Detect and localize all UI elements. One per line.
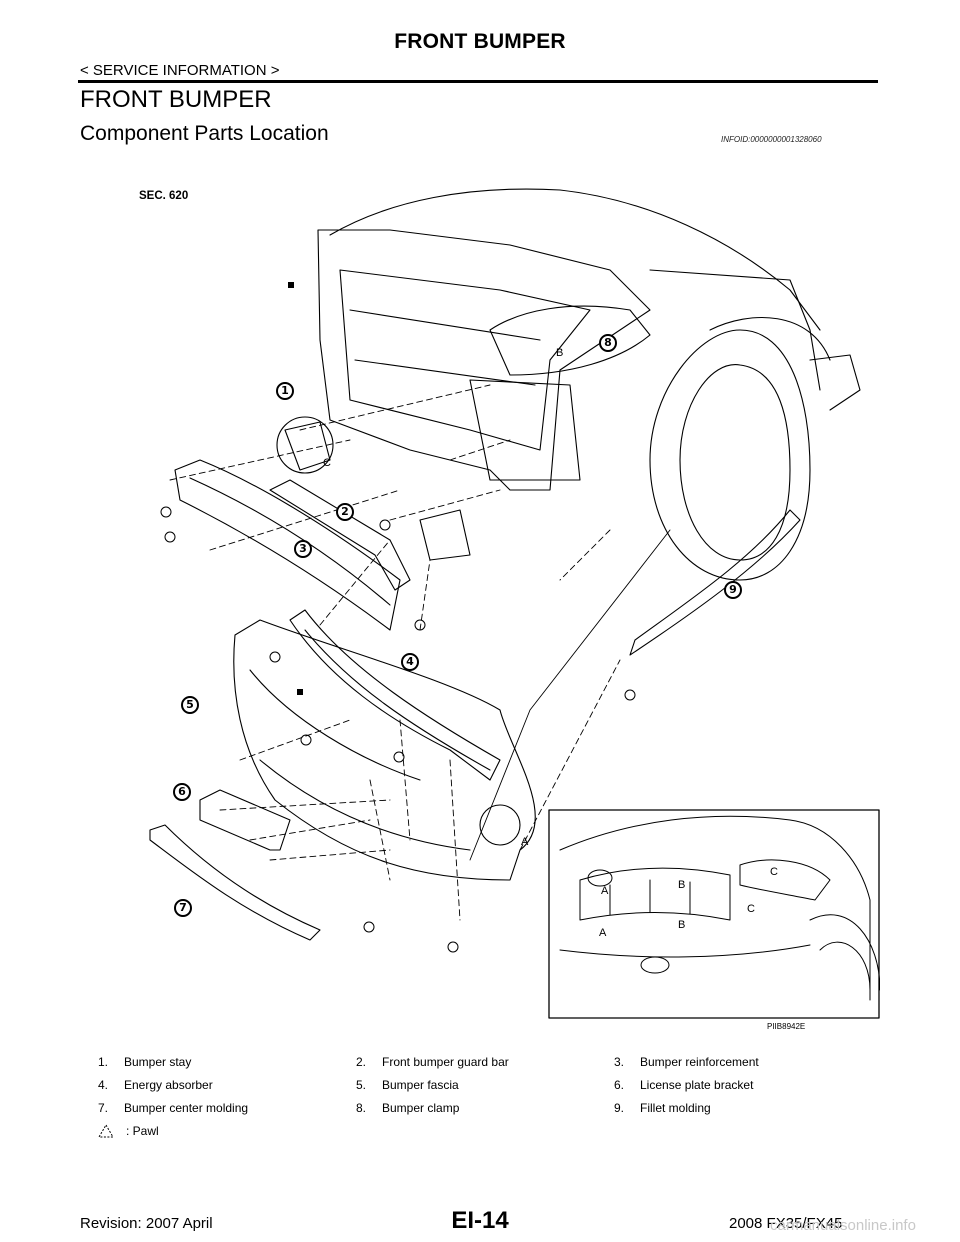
legend-row: 1.Bumper stay 2.Front bumper guard bar 3… bbox=[98, 1050, 878, 1073]
inset-box bbox=[548, 809, 880, 1019]
core-support-cross bbox=[349, 309, 541, 386]
fender-line bbox=[649, 269, 821, 391]
callout-4: 4 bbox=[401, 653, 419, 671]
inset-car-front bbox=[559, 815, 880, 1001]
marker-square bbox=[288, 282, 294, 288]
fillet-molding bbox=[629, 509, 801, 656]
breadcrumb: < SERVICE INFORMATION > bbox=[80, 62, 280, 79]
license-plate-bracket bbox=[199, 789, 291, 851]
tire-outer bbox=[649, 329, 811, 581]
front-bumper-guard-bar bbox=[269, 479, 411, 591]
marker-square bbox=[297, 689, 303, 695]
footer-model: 2008 FX35/FX45 bbox=[729, 1215, 843, 1232]
header-divider bbox=[78, 80, 878, 83]
hood-outline bbox=[329, 188, 821, 331]
legend-item: 3.Bumper reinforcement bbox=[614, 1054, 759, 1069]
section-title: FRONT BUMPER bbox=[80, 86, 272, 113]
diagram-drawing bbox=[149, 188, 880, 1019]
bumper-stay bbox=[284, 421, 331, 471]
inset-label-a-lower: A bbox=[599, 927, 607, 939]
callout-6: 6 bbox=[173, 783, 191, 801]
radiator-core-support bbox=[317, 229, 651, 491]
energy-absorber bbox=[289, 609, 501, 781]
fender-side bbox=[809, 354, 861, 411]
footer-revision: Revision: 2007 April bbox=[80, 1215, 213, 1232]
core-support-inner bbox=[339, 269, 591, 451]
inset-label-c-upper: C bbox=[770, 866, 778, 878]
side-member bbox=[469, 379, 581, 481]
page-header-title: FRONT BUMPER bbox=[394, 30, 566, 53]
bumper-stay-detail-circle bbox=[276, 416, 334, 474]
label-a: A bbox=[521, 836, 529, 848]
callout-7: 7 bbox=[174, 899, 192, 917]
watermark: carmanualsonline.info bbox=[770, 1217, 916, 1234]
diagram-reference-code: PIIB8942E bbox=[767, 1022, 806, 1031]
parts-legend: 1.Bumper stay 2.Front bumper guard bar 3… bbox=[98, 1050, 878, 1143]
callout-5: 5 bbox=[181, 696, 199, 714]
legend-item: 7.Bumper center molding bbox=[98, 1100, 249, 1115]
legend-item: 2.Front bumper guard bar bbox=[356, 1054, 509, 1069]
pawl-triangle-icon bbox=[98, 1124, 114, 1138]
legend-item: 8.Bumper clamp bbox=[356, 1100, 460, 1115]
legend-item: 6.License plate bracket bbox=[614, 1077, 754, 1092]
footer-page-number: EI-14 bbox=[451, 1207, 509, 1234]
pawl-legend: : Pawl bbox=[98, 1119, 878, 1143]
label-b: B bbox=[556, 347, 564, 359]
callout-2: 2 bbox=[336, 503, 354, 521]
bumper-center-molding bbox=[149, 824, 321, 941]
legend-item: 9.Fillet molding bbox=[614, 1100, 711, 1115]
legend-row: 7.Bumper center molding 8.Bumper clamp 9… bbox=[98, 1096, 878, 1119]
inset-label-a-upper: A bbox=[601, 885, 609, 897]
tire-inner bbox=[679, 364, 791, 561]
label-c: C bbox=[323, 457, 331, 469]
inset-label-b-lower: B bbox=[678, 919, 686, 931]
detail-circle-a bbox=[479, 804, 521, 846]
legend-item: 5.Bumper fascia bbox=[356, 1077, 459, 1092]
info-id: INFOID:0000000001328060 bbox=[721, 135, 822, 144]
legend-item: 1.Bumper stay bbox=[98, 1054, 192, 1069]
bumper-fascia bbox=[233, 619, 536, 881]
bumper-reinforcement bbox=[174, 459, 401, 631]
pawl-legend-label: : Pawl bbox=[126, 1124, 159, 1138]
callout-3: 3 bbox=[294, 540, 312, 558]
fasteners bbox=[160, 506, 636, 953]
exploded-parts-diagram: SEC. 620 PIIB8942E 1 2 3 4 5 6 7 8 9 B C… bbox=[90, 160, 880, 1040]
callout-1: 1 bbox=[276, 382, 294, 400]
legend-item: 4.Energy absorber bbox=[98, 1077, 213, 1092]
fender-arch bbox=[709, 316, 831, 361]
subsection-title: Component Parts Location bbox=[80, 122, 329, 145]
inset-leader bbox=[469, 529, 671, 861]
bracket bbox=[419, 509, 471, 561]
callout-9: 9 bbox=[724, 581, 742, 599]
inset-label-b-upper: B bbox=[678, 879, 686, 891]
headlamp-housing bbox=[489, 305, 651, 376]
section-number-label: SEC. 620 bbox=[139, 190, 189, 202]
inset-label-c-lower: C bbox=[747, 903, 755, 915]
legend-row: 4.Energy absorber 5.Bumper fascia 6.Lice… bbox=[98, 1073, 878, 1096]
callout-8: 8 bbox=[599, 334, 617, 352]
